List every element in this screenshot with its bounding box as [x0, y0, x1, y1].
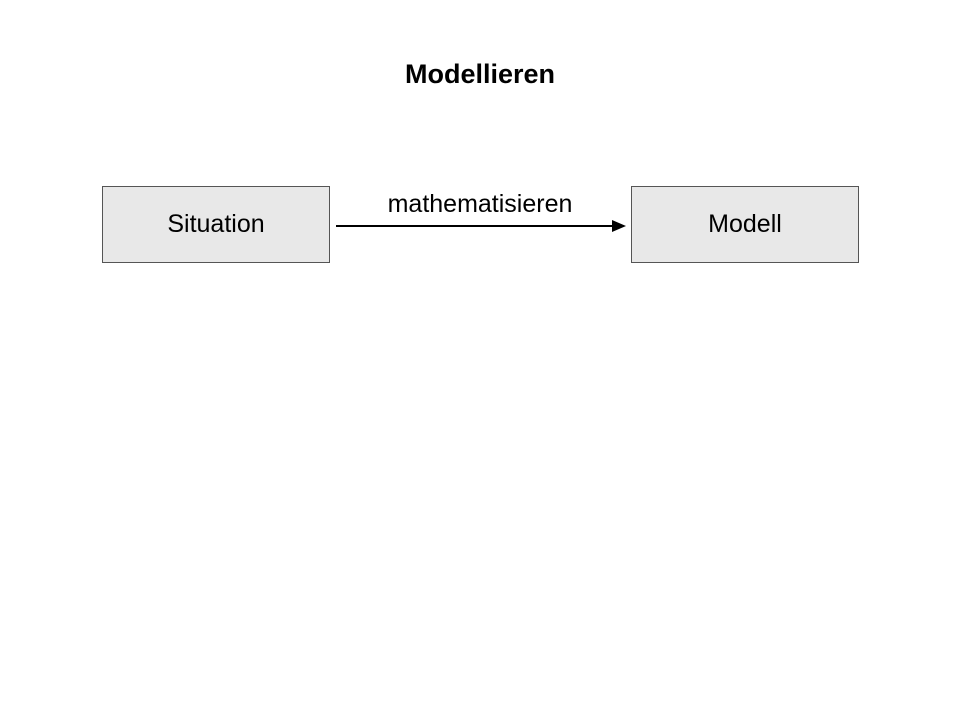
diagram-title: Modellieren [404, 59, 556, 89]
arrow-right-icon [336, 220, 626, 232]
edge-label-mathematisieren: mathematisieren [387, 190, 573, 218]
node-modell-label: Modell [708, 210, 782, 238]
node-situation-label: Situation [167, 210, 265, 238]
node-modell: Modell [631, 186, 859, 263]
arrow-head [612, 220, 626, 232]
node-situation: Situation [102, 186, 330, 263]
